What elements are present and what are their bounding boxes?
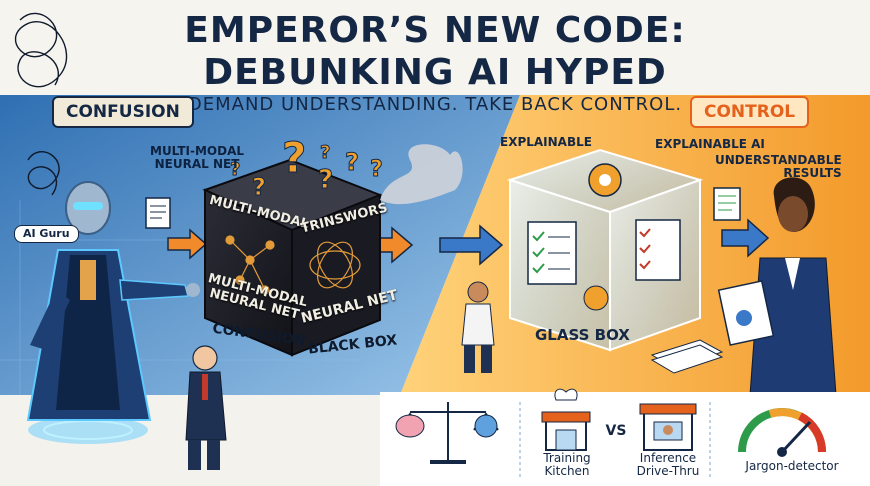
ai-guru-figure: [26, 181, 200, 444]
smoke-icon: [380, 144, 463, 205]
results-document-icon: [713, 187, 741, 221]
glass-box-cube: [506, 148, 704, 352]
svg-text:?: ?: [282, 133, 306, 182]
brain-icon: [395, 414, 425, 438]
explainable-ai-label: EXPLAINABLE AI: [655, 137, 765, 151]
svg-text:?: ?: [230, 159, 240, 180]
document-icon: [145, 197, 171, 229]
main-title-line1: EMPEROR’S NEW CODE:: [184, 10, 686, 51]
svg-text:?: ?: [370, 157, 383, 182]
confusion-badge: CONFUSION: [52, 96, 194, 128]
scribble-icon: [14, 12, 68, 196]
paper-stack-icon: [650, 339, 724, 374]
confused-person: [185, 345, 227, 470]
svg-text:?: ?: [318, 165, 333, 195]
glass-box-label: GLASS BOX: [535, 326, 630, 344]
gear-sigma-icon: [474, 414, 498, 438]
main-title-line2: DEBUNKING AI HYPED: [203, 52, 667, 93]
arrow-right-icon: [167, 228, 208, 260]
jargon-gauge-icon: [738, 408, 827, 457]
person-arms-akimbo: [461, 281, 495, 373]
svg-text:?: ?: [252, 173, 266, 201]
bottom-strip: [380, 392, 870, 486]
jargon-detector-label: Jargon-detector: [745, 459, 839, 473]
arrow-right-icon: [439, 224, 504, 266]
explainable-label: EXPLAINABLE: [500, 135, 592, 149]
drive-thru-icon: [639, 403, 697, 451]
understandable-results-label: UNDERSTANDABLE RESULTS: [715, 153, 842, 180]
question-marks: ? ? ? ? ? ? ?: [230, 133, 384, 202]
svg-text:?: ?: [345, 148, 359, 176]
training-kitchen-label: Training Kitchen: [543, 451, 591, 479]
kitchen-shop-icon: [541, 388, 591, 451]
multimodal-label: MULTI-MODAL NEURAL NET: [150, 144, 245, 171]
inference-drive-thru-label: Inference Drive-Thru: [636, 451, 700, 479]
vs-label: VS: [605, 423, 627, 439]
ai-guru-label: AI Guru: [14, 225, 79, 243]
subtitle: DEMAND UNDERSTANDING. TAKE BACK CONTROL.: [187, 94, 683, 115]
svg-text:?: ?: [320, 142, 330, 163]
arrow-right-icon: [721, 218, 770, 258]
black-box-cube: [202, 158, 383, 357]
businesswoman-figure: [717, 177, 837, 396]
control-badge: CONTROL: [690, 96, 810, 128]
